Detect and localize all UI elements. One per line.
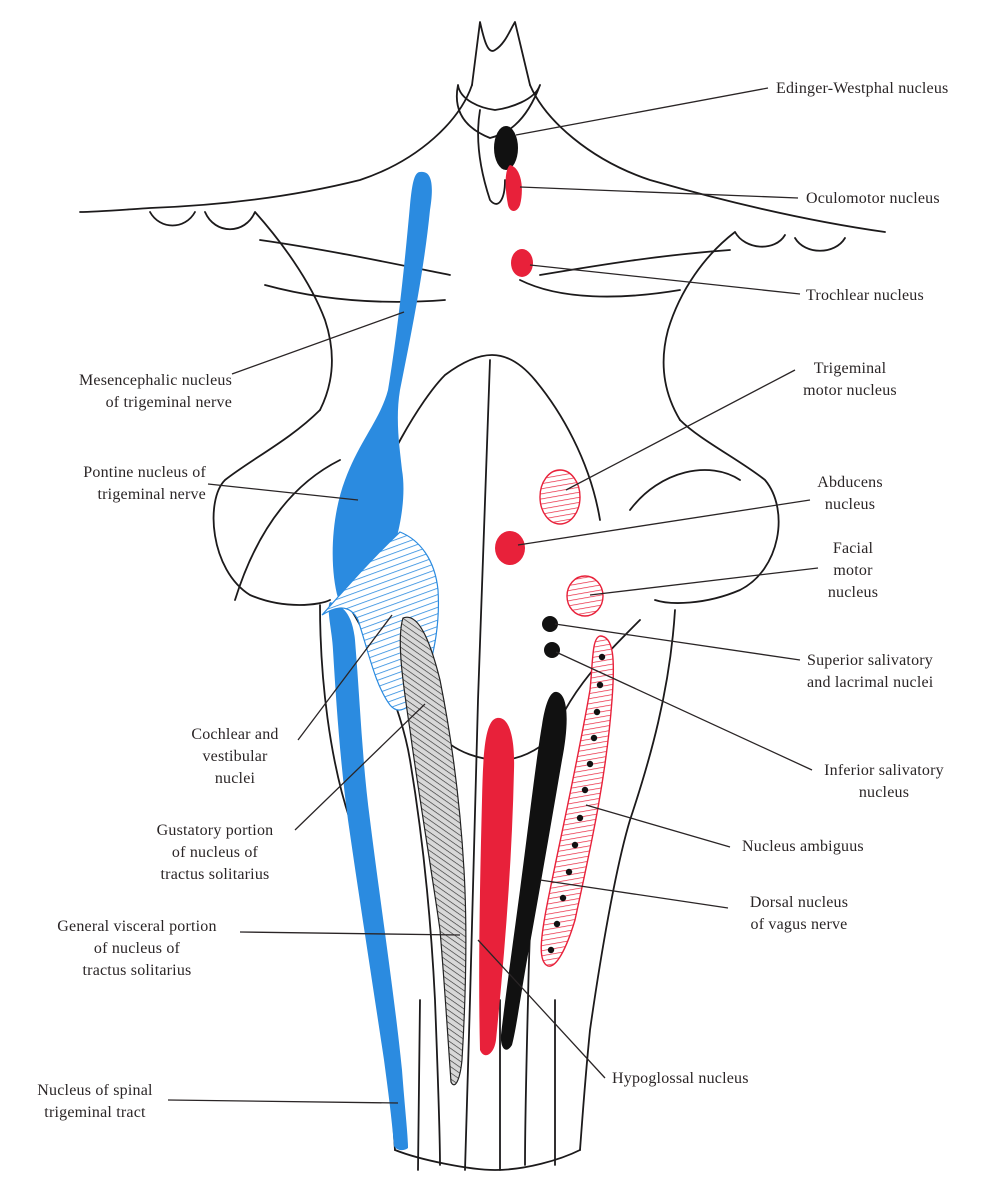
ambiguus-dot — [553, 920, 561, 928]
peduncle-right — [662, 231, 846, 421]
trochlear-nucleus — [511, 249, 533, 277]
leader-trochlear — [529, 264, 801, 295]
leader-oculomotor — [519, 186, 799, 199]
medulla-columns — [417, 999, 556, 1171]
label-general-visceral: General visceral portion of nucleus of t… — [57, 918, 217, 979]
leader-edinger-westphal — [515, 87, 769, 136]
inferior-salivatory-nucleus — [544, 642, 560, 658]
pons-right — [654, 419, 780, 604]
medulla-right — [579, 609, 676, 1151]
leader-cochlear-vestibular — [297, 614, 393, 741]
median-sulcus — [464, 359, 491, 1171]
label-mesencephalic: Mesencephalic nucleus of trigeminal nerv… — [78, 372, 232, 411]
ambiguus-dot — [565, 868, 573, 876]
fourth-ventricle-floor — [364, 354, 601, 521]
label-spinal-trigeminal: Nucleus of spinal trigeminal tract — [37, 1082, 153, 1121]
superior-salivatory-nucleus — [542, 616, 558, 632]
ambiguus-dot — [576, 814, 584, 822]
leader-inferior-salivatory — [555, 651, 813, 771]
ambiguus-dot — [581, 786, 589, 794]
leader-mesencephalic — [231, 311, 405, 375]
leader-spinal-trigeminal — [167, 1099, 399, 1104]
aqueduct-region — [477, 109, 506, 205]
leader-general-visceral — [239, 931, 461, 936]
edinger-westphal-nucleus — [494, 126, 518, 170]
spinal-trigeminal-nucleus — [328, 602, 408, 1151]
leader-dorsal-vagus — [539, 879, 729, 909]
tectum-notch — [471, 21, 531, 86]
ambiguus-dot — [559, 894, 567, 902]
ambiguus-dot — [590, 734, 598, 742]
leader-gustatory — [294, 703, 426, 831]
colliculi — [455, 84, 541, 139]
leader-ambiguus — [585, 804, 731, 848]
label-abducens: Abducens nucleus — [817, 474, 883, 513]
ambiguus-dot — [598, 653, 606, 661]
peduncle-left — [149, 211, 333, 411]
leader-lines — [167, 87, 819, 1104]
label-dorsal-vagus: Dorsal nucleus of vagus nerve — [749, 894, 849, 933]
ambiguus-dot — [596, 681, 604, 689]
ambiguus-dot — [547, 946, 555, 954]
label-hypoglossal: Hypoglossal nucleus — [612, 1070, 749, 1087]
midbrain-top-contour-right — [529, 84, 886, 233]
medulla-bottom — [394, 1149, 581, 1171]
label-inferior-salivatory: Inferior salivatory nucleus — [824, 762, 944, 801]
ambiguus-dot — [593, 708, 601, 716]
label-superior-salivatory: Superior salivatory and lacrimal nuclei — [807, 652, 934, 691]
trigeminal-motor-nucleus — [539, 469, 581, 525]
ambiguus-dots — [547, 653, 606, 954]
pons-left — [212, 409, 331, 606]
label-trochlear: Trochlear nucleus — [806, 287, 924, 304]
label-gustatory: Gustatory portion of nucleus of tractus … — [156, 822, 274, 883]
hypoglossal-nucleus — [479, 717, 515, 1056]
leader-pontine — [207, 483, 359, 501]
midbrain-top-contour — [79, 84, 473, 213]
ambiguus-dot — [586, 760, 594, 768]
oculomotor-nucleus — [505, 165, 522, 211]
leader-trigeminal-motor — [565, 369, 796, 491]
leader-hypoglossal — [477, 939, 606, 1079]
pons-inner-left — [234, 459, 341, 601]
label-edinger-westphal: Edinger-Westphal nucleus — [776, 80, 949, 97]
midbrain-crossline — [259, 239, 731, 276]
label-trigeminal-motor: Trigeminal motor nucleus — [803, 360, 897, 399]
nucleus-tractus-solitarius — [399, 616, 467, 1086]
label-pontine: Pontine nucleus of trigeminal nerve — [83, 464, 206, 503]
facial-motor-nucleus — [566, 575, 604, 617]
ambiguus-dot — [571, 841, 579, 849]
midbrain-inner — [264, 279, 681, 303]
label-nucleus-ambiguus: Nucleus ambiguus — [742, 838, 864, 855]
dorsal-vagus-nucleus — [500, 691, 567, 1050]
pons-inner-right — [629, 469, 741, 511]
label-facial-motor: Facial motor nucleus — [827, 540, 879, 601]
leader-superior-salivatory — [554, 623, 801, 661]
label-oculomotor: Oculomotor nucleus — [806, 190, 940, 207]
leader-abducens — [517, 499, 811, 546]
abducens-nucleus — [495, 531, 525, 565]
label-cochlear-vestibular: Cochlear and vestibular nuclei — [191, 726, 279, 787]
leader-facial-motor — [589, 567, 819, 596]
